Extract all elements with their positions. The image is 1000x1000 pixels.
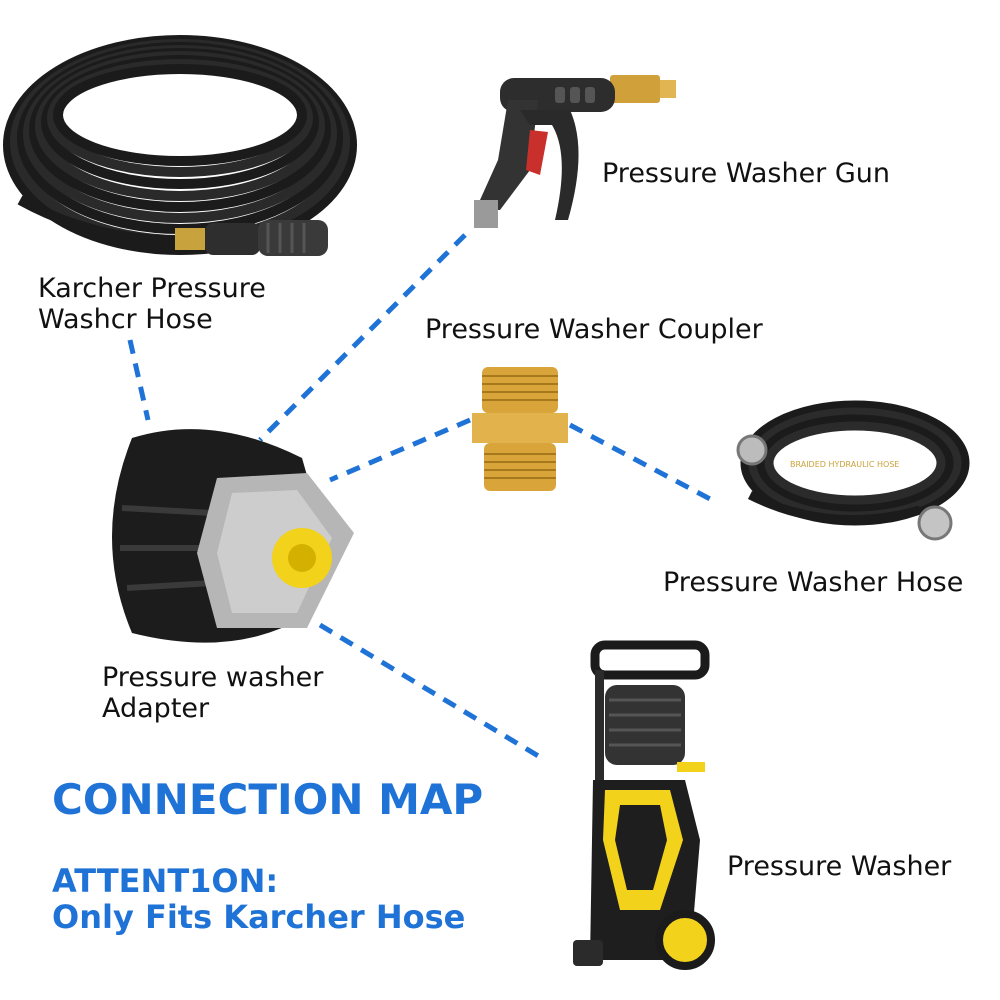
adapter-label: Pressure washer Adapter	[102, 662, 324, 724]
link-washer	[318, 622, 547, 763]
karcher-hose-label: Karcher Pressure Washcr Hose	[38, 273, 266, 335]
washer-hose-image: BRAIDED HYDRAULIC HOSE	[736, 400, 970, 541]
pressure-washer-image	[573, 640, 715, 970]
washer-label: Pressure Washer	[727, 851, 952, 882]
attention-note: Only Fits Karcher Hose	[52, 898, 466, 936]
hose-print-text: BRAIDED HYDRAULIC HOSE	[790, 460, 900, 469]
karcher-hose-image	[3, 35, 357, 256]
coupler-label: Pressure Washer Coupler	[425, 314, 763, 345]
coupler-image	[472, 367, 568, 491]
gun-label: Pressure Washer Gun	[602, 158, 891, 189]
adapter-image	[112, 429, 354, 643]
link-gun	[258, 233, 467, 442]
hose-label: Pressure Washer Hose	[663, 567, 964, 598]
link-karcher-hose	[127, 339, 151, 421]
link-coupler	[329, 417, 471, 483]
link-coupler-hose	[568, 422, 714, 503]
washer-gun-image	[474, 75, 676, 228]
page-title: CONNECTION MAP	[52, 775, 484, 824]
attention-heading: ATTENT1ON:	[52, 862, 279, 900]
